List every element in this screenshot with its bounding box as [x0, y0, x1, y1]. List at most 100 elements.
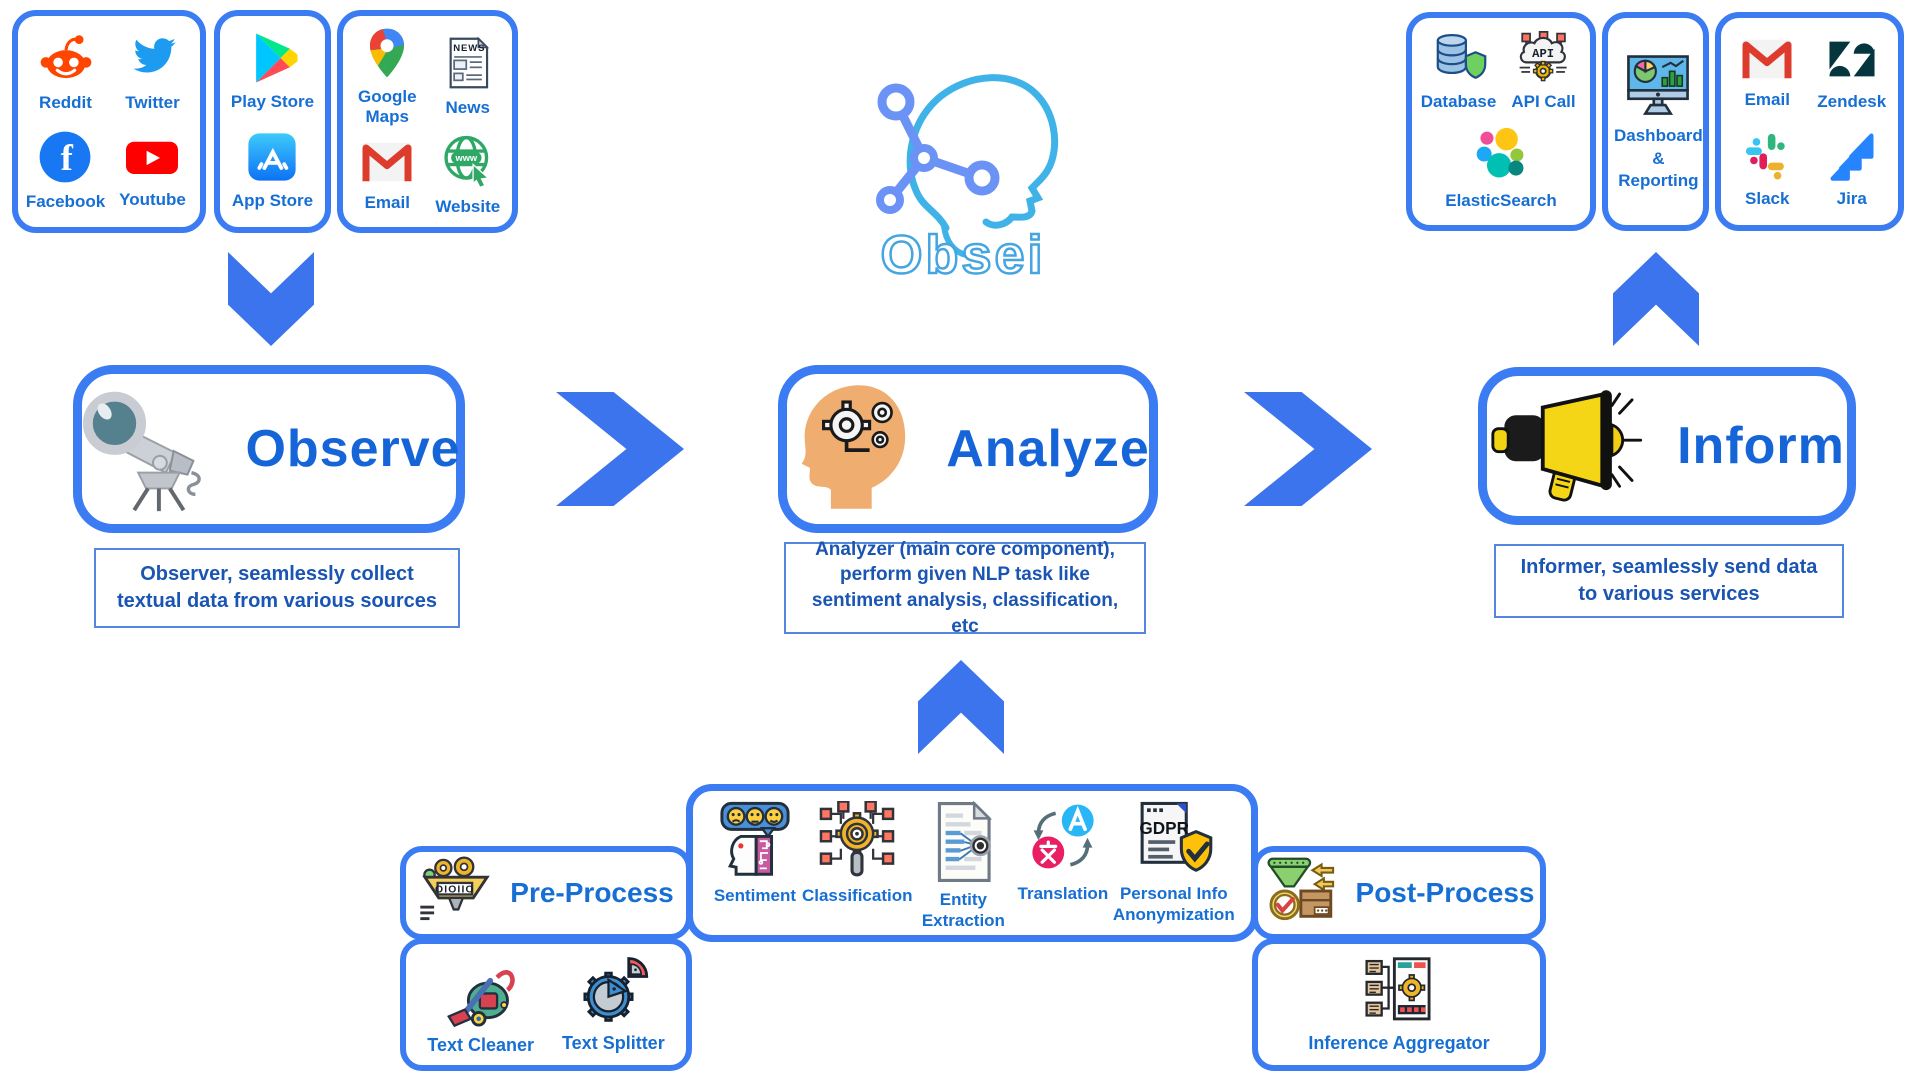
- svg-text:f: f: [61, 137, 74, 178]
- pre-process-items-box: Text Cleaner Text Splitter: [400, 938, 692, 1071]
- facebook-icon: f: [37, 129, 93, 190]
- item-label: Entity Extraction: [921, 890, 1005, 930]
- arrow-sources-to-observe: [228, 252, 314, 346]
- dashboard-reporting-icon: [1620, 50, 1696, 123]
- inference-aggregator-icon: [1362, 954, 1436, 1031]
- observe-stage-box: Observe: [73, 365, 465, 533]
- stage-title-inform: Inform: [1677, 417, 1845, 475]
- slack-icon: [1740, 128, 1794, 187]
- head-gears-icon: [786, 379, 926, 520]
- classification-icon: [816, 800, 898, 884]
- translation-icon: [1026, 801, 1100, 882]
- stage-title-observe: Observe: [245, 420, 461, 478]
- play-store-icon: [246, 31, 300, 90]
- news-icon: NEWS: [442, 35, 494, 96]
- arrow-tasks-to-analyze: [918, 660, 1004, 754]
- sources-social-box: Reddit Twitter f Facebook Youtube: [12, 10, 206, 233]
- item-label: Facebook: [25, 191, 106, 211]
- analyzer-tasks-box: Sentiment Classification Entity Extracti…: [686, 784, 1258, 942]
- twitter-icon: [125, 30, 181, 91]
- app-store-icon: [245, 130, 299, 189]
- arrow-analyze-to-inform: [1244, 392, 1372, 506]
- sources-web-box: Google Maps NEWS News Email www Website: [337, 10, 518, 233]
- svg-text:API: API: [1532, 48, 1554, 62]
- megaphone-icon: [1489, 386, 1657, 507]
- google-maps-icon: [361, 26, 413, 85]
- arrow-inform-to-sinks: [1613, 252, 1699, 346]
- inform-caption: Informer, seamlessly send data to variou…: [1485, 535, 1853, 627]
- item-label: Dashboard & Reporting: [1614, 125, 1703, 191]
- pipeline-item-text-cleaner: Text Cleaner: [427, 952, 534, 1057]
- svg-text:OIOIIO: OIOIIO: [435, 884, 475, 895]
- item-label: Text Splitter: [562, 1033, 665, 1054]
- zendesk-icon: [1824, 33, 1880, 90]
- sink-item-api-call: API API Call: [1511, 31, 1576, 113]
- personal-info-anonymization-icon: GDPR: [1134, 801, 1214, 882]
- post-process-box: Post-Process: [1252, 846, 1546, 940]
- reddit-icon: [38, 30, 94, 91]
- item-label: News: [445, 98, 490, 118]
- source-item-email: Email: [359, 138, 415, 214]
- source-item-play-store: Play Store: [231, 31, 314, 113]
- website-icon: www: [441, 134, 495, 195]
- sink-item-database: Database: [1420, 31, 1497, 113]
- obsei-logo: Obsei: [858, 58, 1068, 286]
- text-splitter-icon: [577, 954, 649, 1031]
- item-label: Inference Aggregator: [1308, 1033, 1490, 1054]
- source-item-twitter: Twitter: [125, 30, 181, 114]
- sink-item-elasticsearch: ElasticSearch: [1445, 126, 1557, 212]
- sink-item-zendesk: Zendesk: [1817, 33, 1886, 113]
- post-process-icon: [1264, 856, 1340, 931]
- source-item-website: www Website: [435, 134, 500, 218]
- sink-item-jira: Jira: [1825, 128, 1879, 210]
- task-item-classification: Classification: [801, 800, 914, 907]
- sinks-dashboard-box: Dashboard & Reporting: [1602, 12, 1709, 231]
- sentiment-icon: [717, 801, 793, 884]
- post-process-items-box: Inference Aggregator: [1252, 938, 1546, 1071]
- item-label: ElasticSearch: [1445, 190, 1557, 210]
- task-item-entity-extraction: Entity Extraction: [914, 800, 1013, 931]
- sink-item-dashboard-reporting: Dashboard & Reporting: [1614, 50, 1703, 194]
- source-item-facebook: f Facebook: [26, 129, 105, 213]
- pre-process-title: Pre-Process: [510, 877, 674, 908]
- jira-icon: [1825, 128, 1879, 187]
- pre-process-icon: OIOIIO: [418, 855, 494, 931]
- svg-text:NEWS: NEWS: [453, 43, 485, 54]
- item-label: Google Maps: [357, 86, 417, 127]
- analyze-caption: Analyzer (main core component), perform …: [775, 533, 1155, 643]
- item-label: App Store: [231, 190, 314, 210]
- sinks-services-box: Email Zendesk Slack Jira: [1715, 12, 1904, 231]
- source-item-google-maps: Google Maps: [349, 26, 426, 128]
- item-label: Youtube: [119, 189, 186, 209]
- item-label: Zendesk: [1817, 91, 1887, 111]
- item-label: Play Store: [230, 92, 315, 112]
- sources-stores-box: Play Store App Store: [214, 10, 331, 233]
- item-label: Database: [1420, 92, 1497, 112]
- text-cleaner-icon: [444, 952, 518, 1033]
- gmail-icon: [359, 138, 415, 191]
- obsei-head-icon: Obsei: [876, 74, 1059, 286]
- source-item-youtube: Youtube: [119, 131, 186, 211]
- analyze-stage-box: Analyze: [778, 365, 1158, 533]
- item-label: API Call: [1511, 92, 1576, 112]
- svg-text:GDPR: GDPR: [1139, 818, 1189, 838]
- item-label: Classification: [801, 886, 913, 905]
- task-item-sentiment: Sentiment: [709, 801, 801, 907]
- task-item-translation: Translation: [1013, 801, 1112, 905]
- pipeline-item-text-splitter: Text Splitter: [562, 954, 665, 1055]
- sinks-data-box: Database API API Call ElasticSearch: [1406, 12, 1596, 231]
- item-label: Email: [364, 192, 410, 212]
- item-label: Twitter: [125, 93, 180, 113]
- item-label: Sentiment: [713, 886, 796, 905]
- item-label: Website: [435, 196, 501, 216]
- svg-text:www: www: [454, 153, 477, 163]
- pre-process-box: OIOIIO Pre-Process: [400, 846, 692, 940]
- source-item-app-store: App Store: [232, 130, 313, 212]
- item-label: Slack: [1745, 189, 1790, 209]
- pipeline-item-inference-aggregator: Inference Aggregator: [1308, 954, 1490, 1055]
- youtube-icon: [123, 131, 181, 188]
- arrow-observe-to-analyze: [556, 392, 684, 506]
- item-label: Translation: [1017, 884, 1109, 903]
- item-label: Email: [1744, 89, 1790, 109]
- elasticsearch-icon: [1469, 126, 1533, 189]
